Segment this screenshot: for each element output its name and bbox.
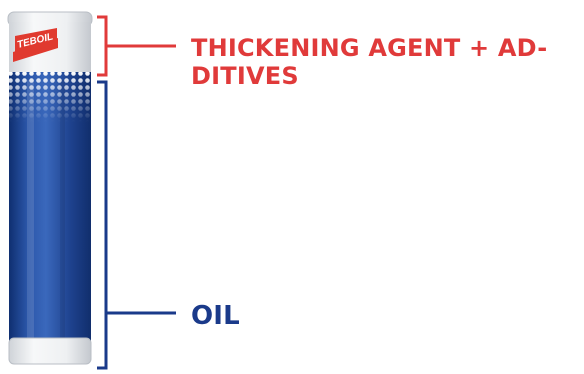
oil-label: OIL (191, 301, 240, 331)
thickening-agent-bracket (97, 15, 176, 77)
oil-bracket (97, 80, 176, 370)
tube-bottom-cap (8, 337, 92, 365)
thickening-agent-label: THICKENING AGENT + AD- DITIVES (191, 34, 548, 90)
teboil-logo: TEBOIL (13, 28, 58, 62)
tube-body (9, 72, 91, 342)
